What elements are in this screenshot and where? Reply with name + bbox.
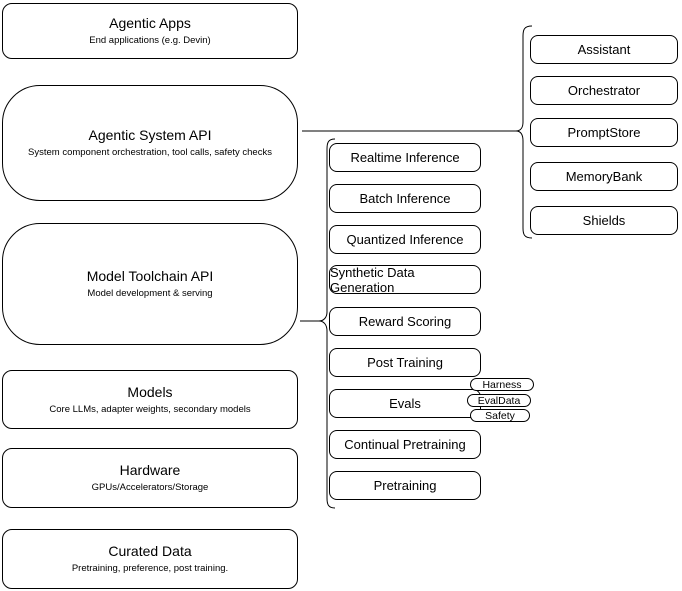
node-agentic-apps: Agentic Apps End applications (e.g. Devi… — [2, 3, 298, 59]
pill-label: Harness — [482, 378, 522, 391]
pill-harness: Harness — [470, 378, 534, 391]
pill-label: EvalData — [477, 394, 521, 407]
node-title: Agentic System API — [88, 127, 212, 143]
node-title: Models — [127, 383, 173, 400]
node-batch-inference: Batch Inference — [329, 184, 481, 213]
node-orchestrator: Orchestrator — [530, 76, 678, 105]
node-evals: Evals — [329, 389, 481, 418]
node-realtime-inference: Realtime Inference — [329, 143, 481, 172]
node-label: PromptStore — [567, 125, 641, 140]
node-promptstore: PromptStore — [530, 118, 678, 147]
node-label: Batch Inference — [359, 191, 451, 206]
node-label: Realtime Inference — [350, 150, 460, 165]
node-curated-data: Curated Data Pretraining, preference, po… — [2, 529, 298, 589]
node-label: Orchestrator — [567, 83, 641, 98]
node-label: MemoryBank — [565, 169, 643, 184]
node-assistant: Assistant — [530, 35, 678, 64]
node-reward-scoring: Reward Scoring — [329, 307, 481, 336]
node-subtitle: Pretraining, preference, post training. — [71, 563, 229, 574]
node-title: Curated Data — [108, 543, 192, 559]
node-label: Post Training — [367, 355, 443, 370]
node-subtitle: Core LLMs, adapter weights, secondary mo… — [49, 403, 251, 415]
node-agentic-system-api: Agentic System API System component orch… — [2, 85, 298, 201]
node-shields: Shields — [530, 206, 678, 235]
node-title: Hardware — [119, 462, 181, 478]
node-pretraining: Pretraining — [329, 471, 481, 500]
pill-evaldata: EvalData — [467, 394, 531, 407]
node-subtitle: Model development & serving — [87, 288, 213, 299]
system-components-brace — [515, 25, 533, 239]
node-synthetic-data-generation: Synthetic Data Generation — [329, 264, 481, 295]
node-label: Evals — [389, 396, 421, 411]
node-subtitle: End applications (e.g. Devin) — [89, 35, 211, 46]
pill-label: Safety — [485, 409, 515, 422]
node-label: Synthetic Data Generation — [330, 264, 415, 295]
node-post-training: Post Training — [329, 348, 481, 377]
node-label: Assistant — [577, 42, 631, 57]
node-title: Model Toolchain API — [86, 268, 214, 284]
node-memorybank: MemoryBank — [530, 162, 678, 191]
toolchain-brace — [318, 138, 336, 509]
node-label: Reward Scoring — [358, 314, 452, 329]
node-title: Agentic Apps — [109, 15, 191, 31]
node-label: Continual Pretraining — [344, 437, 466, 452]
node-label: Quantized Inference — [346, 232, 464, 247]
node-subtitle: System component orchestration, tool cal… — [28, 147, 272, 158]
node-continual-pretraining: Continual Pretraining — [329, 430, 481, 459]
node-label: Pretraining — [373, 478, 437, 493]
node-label: Shields — [582, 213, 626, 228]
node-model-toolchain-api: Model Toolchain API Model development & … — [2, 223, 298, 345]
node-models: Models Core LLMs, adapter weights, secon… — [2, 370, 298, 429]
node-hardware: Hardware GPUs/Accelerators/Storage — [2, 448, 298, 508]
node-subtitle: GPUs/Accelerators/Storage — [91, 482, 209, 493]
pill-safety: Safety — [470, 409, 530, 422]
node-quantized-inference: Quantized Inference — [329, 225, 481, 254]
